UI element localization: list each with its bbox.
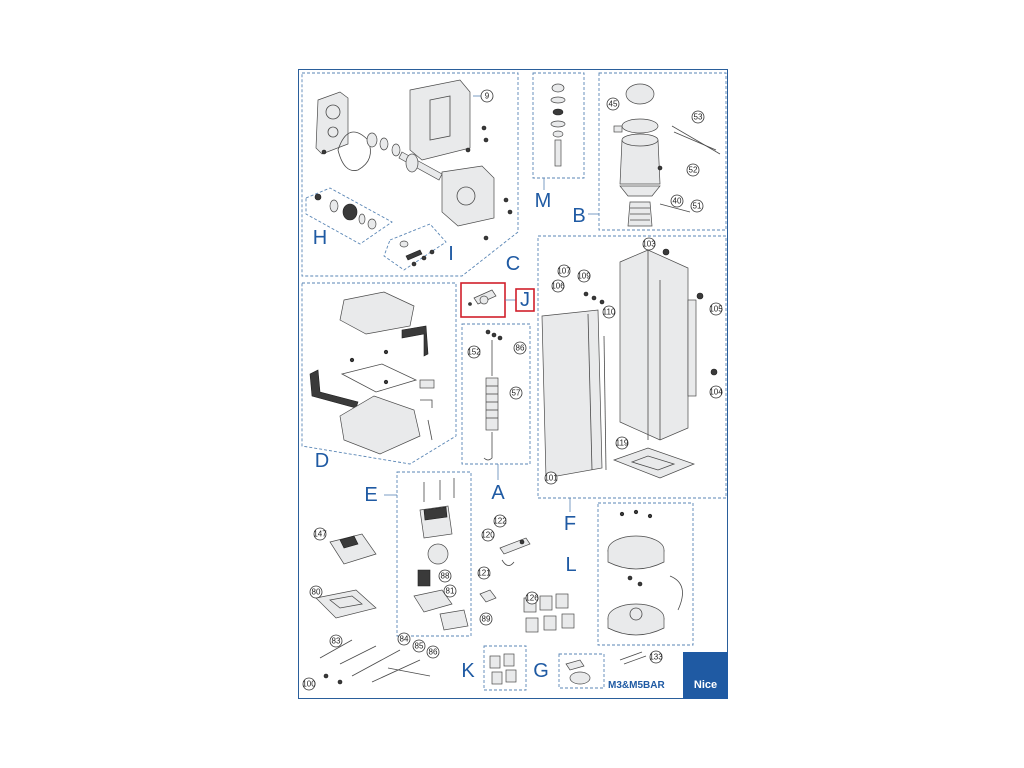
loose-parts-middle: 122 120 121 89 126 <box>477 514 575 633</box>
part-number-107: 107 <box>557 267 571 276</box>
part-number-88: 88 <box>441 572 450 581</box>
part-number-45: 45 <box>609 100 618 109</box>
group-j: J <box>460 282 535 318</box>
group-label-a: A <box>491 482 505 504</box>
part-number-119: 119 <box>616 439 629 448</box>
group-label-k: K <box>461 660 475 682</box>
group-a: 152 86 57 A <box>461 323 531 504</box>
model-label: M3&M5BAR <box>608 680 665 691</box>
group-label-i: I <box>448 243 454 265</box>
group-label-l: L <box>565 554 576 576</box>
group-label-b: B <box>572 205 585 227</box>
part-number-103: 103 <box>642 240 656 249</box>
part-number-104: 104 <box>709 388 723 397</box>
group-h: H <box>305 187 393 249</box>
part-number-85: 85 <box>415 642 424 651</box>
group-l: L <box>565 502 694 646</box>
part-number-152: 152 <box>467 348 481 357</box>
part-number-126: 126 <box>525 594 539 603</box>
group-label-c: C <box>506 253 520 275</box>
group-i: I <box>383 223 454 271</box>
part-number-51: 51 <box>693 202 702 211</box>
group-k: K <box>461 645 527 691</box>
group-d: D <box>301 282 457 472</box>
part-number-84: 84 <box>400 635 409 644</box>
group-label-m: M <box>535 190 552 212</box>
part-133: 133 <box>619 650 663 665</box>
part-number-80: 80 <box>312 588 321 597</box>
part-number-147: 147 <box>313 530 327 539</box>
part-number-81: 81 <box>446 587 455 596</box>
group-g: G <box>533 653 605 689</box>
group-label-j: J <box>520 289 530 311</box>
part-number-53: 53 <box>694 113 703 122</box>
group-b: 45 53 52 40 51 B <box>572 72 727 231</box>
part-number-121: 121 <box>477 569 491 578</box>
group-e: 88 81 E <box>364 471 472 637</box>
part-number-105: 105 <box>709 305 723 314</box>
group-f: 103 107 109 106 110 105 104 119 101 F <box>537 235 727 535</box>
group-label-h: H <box>313 227 327 249</box>
part-number-86b: 86 <box>429 648 438 657</box>
loose-parts-lower-left: 147 80 83 84 85 86 100 <box>302 527 440 691</box>
brand-logo-text: Nice <box>693 679 718 691</box>
part-number-133: 133 <box>649 653 663 662</box>
part-number-83: 83 <box>332 637 341 646</box>
part-number-57: 57 <box>512 389 521 398</box>
part-number-120: 120 <box>481 531 495 540</box>
part-number-52: 52 <box>689 166 698 175</box>
group-label-g: G <box>533 660 549 682</box>
group-c: 9 C <box>301 72 520 277</box>
part-number-89: 89 <box>482 615 491 624</box>
part-number-100: 100 <box>302 680 316 689</box>
part-number-86: 86 <box>516 344 525 353</box>
group-label-f: F <box>564 513 576 535</box>
part-number-110: 110 <box>603 308 616 317</box>
group-label-e: E <box>364 484 377 506</box>
part-number-40: 40 <box>673 197 682 206</box>
part-number-9: 9 <box>485 92 490 101</box>
part-number-122: 122 <box>493 517 507 526</box>
group-label-d: D <box>315 450 329 472</box>
part-number-101: 101 <box>544 474 558 483</box>
group-m: M <box>532 72 585 212</box>
brand-logo: Nice <box>683 652 728 699</box>
part-number-106: 106 <box>551 282 565 291</box>
part-number-109: 109 <box>577 272 591 281</box>
